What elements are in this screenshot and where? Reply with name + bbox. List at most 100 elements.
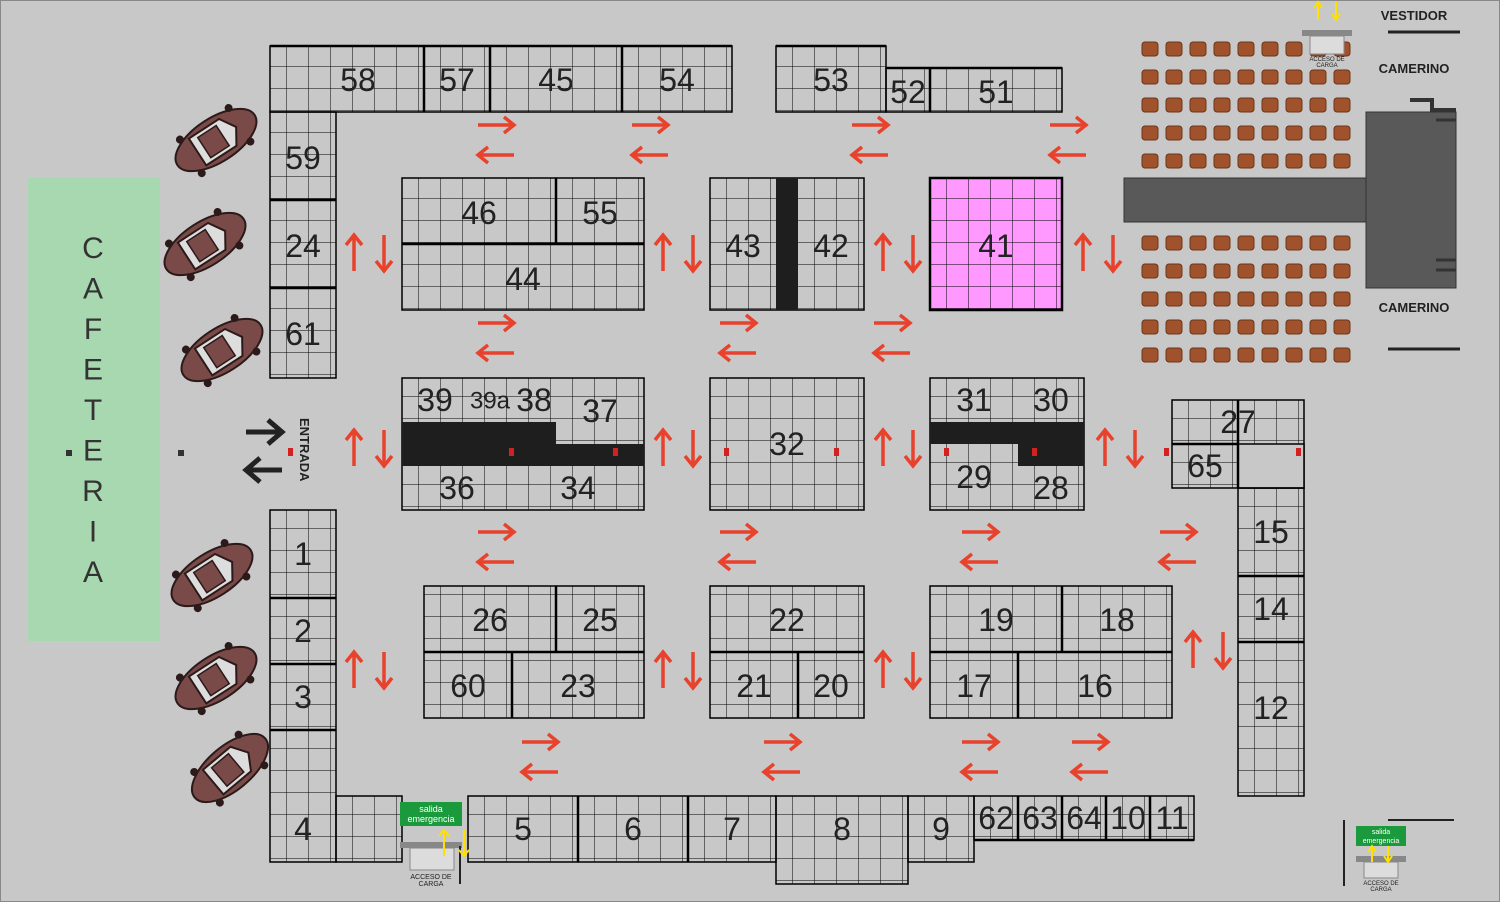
- booth-58[interactable]: 58: [340, 62, 376, 98]
- seat: [1333, 319, 1351, 335]
- booth-44[interactable]: 44: [505, 261, 541, 297]
- booth-53[interactable]: 53: [813, 62, 849, 98]
- booth-38[interactable]: 38: [516, 382, 552, 418]
- seat: [1189, 41, 1207, 57]
- booth-29[interactable]: 29: [956, 459, 992, 495]
- booth-39a[interactable]: 39a: [470, 387, 511, 414]
- arrow-left-icon: [629, 145, 668, 165]
- arrow-down-icon: [374, 235, 394, 274]
- booth-31[interactable]: 31: [956, 382, 992, 418]
- seat: [1261, 153, 1279, 169]
- booth-20[interactable]: 20: [813, 668, 849, 704]
- seat: [1165, 125, 1183, 141]
- booth-39[interactable]: 39: [417, 382, 453, 418]
- booth-2[interactable]: 2: [294, 613, 312, 649]
- seat: [1285, 69, 1303, 85]
- seat: [1237, 125, 1255, 141]
- booth-62[interactable]: 62: [978, 800, 1014, 836]
- booth-21[interactable]: 21: [736, 668, 772, 704]
- booth-37[interactable]: 37: [582, 393, 618, 429]
- seat: [1285, 41, 1303, 57]
- booth-15[interactable]: 15: [1253, 514, 1289, 550]
- booth-41[interactable]: 41: [978, 228, 1014, 264]
- booth-10[interactable]: 10: [1110, 800, 1146, 836]
- booth-12[interactable]: 12: [1253, 690, 1289, 726]
- booth-14[interactable]: 14: [1253, 591, 1289, 627]
- entrance: ENTRADA: [242, 418, 312, 484]
- seat: [1189, 235, 1207, 251]
- booth-18[interactable]: 18: [1099, 602, 1135, 638]
- loading-access-right-label-2: CARGA: [1370, 887, 1391, 893]
- booth-6[interactable]: 6: [624, 811, 642, 847]
- booth-3[interactable]: 3: [294, 679, 312, 715]
- seat: [1141, 263, 1159, 279]
- booth-11[interactable]: 11: [1155, 800, 1188, 836]
- booth-4[interactable]: 4: [294, 811, 312, 847]
- booth-1[interactable]: 1: [294, 536, 312, 572]
- booth-55[interactable]: 55: [582, 195, 618, 231]
- arrow-left-icon: [475, 145, 514, 165]
- arrow-down-icon: [1125, 430, 1145, 469]
- booth-63[interactable]: 63: [1022, 800, 1058, 836]
- seat: [1237, 235, 1255, 251]
- booth-42[interactable]: 42: [813, 228, 849, 264]
- arrow-right-icon: [720, 522, 759, 542]
- seat: [1285, 319, 1303, 335]
- seat: [1285, 125, 1303, 141]
- emergency-exit-bottom-left: salida emergencia ACCESO DE CARGA: [400, 802, 470, 888]
- loading-access-top: ACCESO DE CARGA: [1302, 0, 1352, 69]
- arrow-left-icon: [1069, 762, 1108, 782]
- booth-30[interactable]: 30: [1033, 382, 1069, 418]
- stage-runway: [1123, 177, 1369, 223]
- booth-5[interactable]: 5: [514, 811, 532, 847]
- booth-7[interactable]: 7: [723, 811, 741, 847]
- booth-36[interactable]: 36: [439, 470, 475, 506]
- seat: [1285, 153, 1303, 169]
- seat: [1285, 291, 1303, 307]
- booth-65[interactable]: 65: [1187, 448, 1223, 484]
- booth-51[interactable]: 51: [978, 74, 1014, 110]
- seat: [1333, 153, 1351, 169]
- arrow-right-icon: [720, 313, 759, 333]
- booth-27[interactable]: 27: [1220, 404, 1256, 440]
- booth-9[interactable]: 9: [932, 811, 950, 847]
- booth-46[interactable]: 46: [461, 195, 497, 231]
- booth-25[interactable]: 25: [582, 602, 618, 638]
- arrow-up-icon: [344, 232, 364, 271]
- booth-43[interactable]: 43: [725, 228, 761, 264]
- booth-23[interactable]: 23: [560, 668, 596, 704]
- arrow-down-icon: [1213, 632, 1233, 671]
- seat: [1141, 235, 1159, 251]
- booth-16[interactable]: 16: [1077, 668, 1113, 704]
- seat: [1261, 69, 1279, 85]
- booth-8[interactable]: 8: [833, 811, 851, 847]
- seat: [1213, 235, 1231, 251]
- arrow-left-icon: [1157, 552, 1196, 572]
- seat: [1261, 347, 1279, 363]
- booth-28[interactable]: 28: [1033, 470, 1069, 506]
- emergency-exit-bottom-right: salida emergencia ACCESO DE CARGA: [1343, 819, 1454, 893]
- booth-61[interactable]: 61: [285, 316, 321, 352]
- booth-22[interactable]: 22: [769, 602, 805, 638]
- seat: [1165, 319, 1183, 335]
- seat: [1141, 97, 1159, 113]
- stage: [1365, 111, 1457, 289]
- booth-54[interactable]: 54: [659, 62, 695, 98]
- booth-45[interactable]: 45: [538, 62, 574, 98]
- booth-60[interactable]: 60: [450, 668, 486, 704]
- arrow-down-icon: [374, 652, 394, 691]
- booth-59[interactable]: 59: [285, 140, 321, 176]
- arrow-right-icon: [478, 313, 517, 333]
- booth-52[interactable]: 52: [890, 74, 926, 110]
- seat: [1309, 347, 1327, 363]
- booth-24[interactable]: 24: [285, 228, 321, 264]
- booth-32[interactable]: 32: [769, 426, 805, 462]
- booth-57[interactable]: 57: [439, 62, 475, 98]
- booth-26[interactable]: 26: [472, 602, 508, 638]
- vestidor-label: VESTIDOR: [1381, 8, 1448, 23]
- booth-19[interactable]: 19: [978, 602, 1014, 638]
- booth-34[interactable]: 34: [560, 470, 596, 506]
- arrow-up-icon: [344, 649, 364, 688]
- booth-17[interactable]: 17: [956, 668, 992, 704]
- booth-64[interactable]: 64: [1066, 800, 1102, 836]
